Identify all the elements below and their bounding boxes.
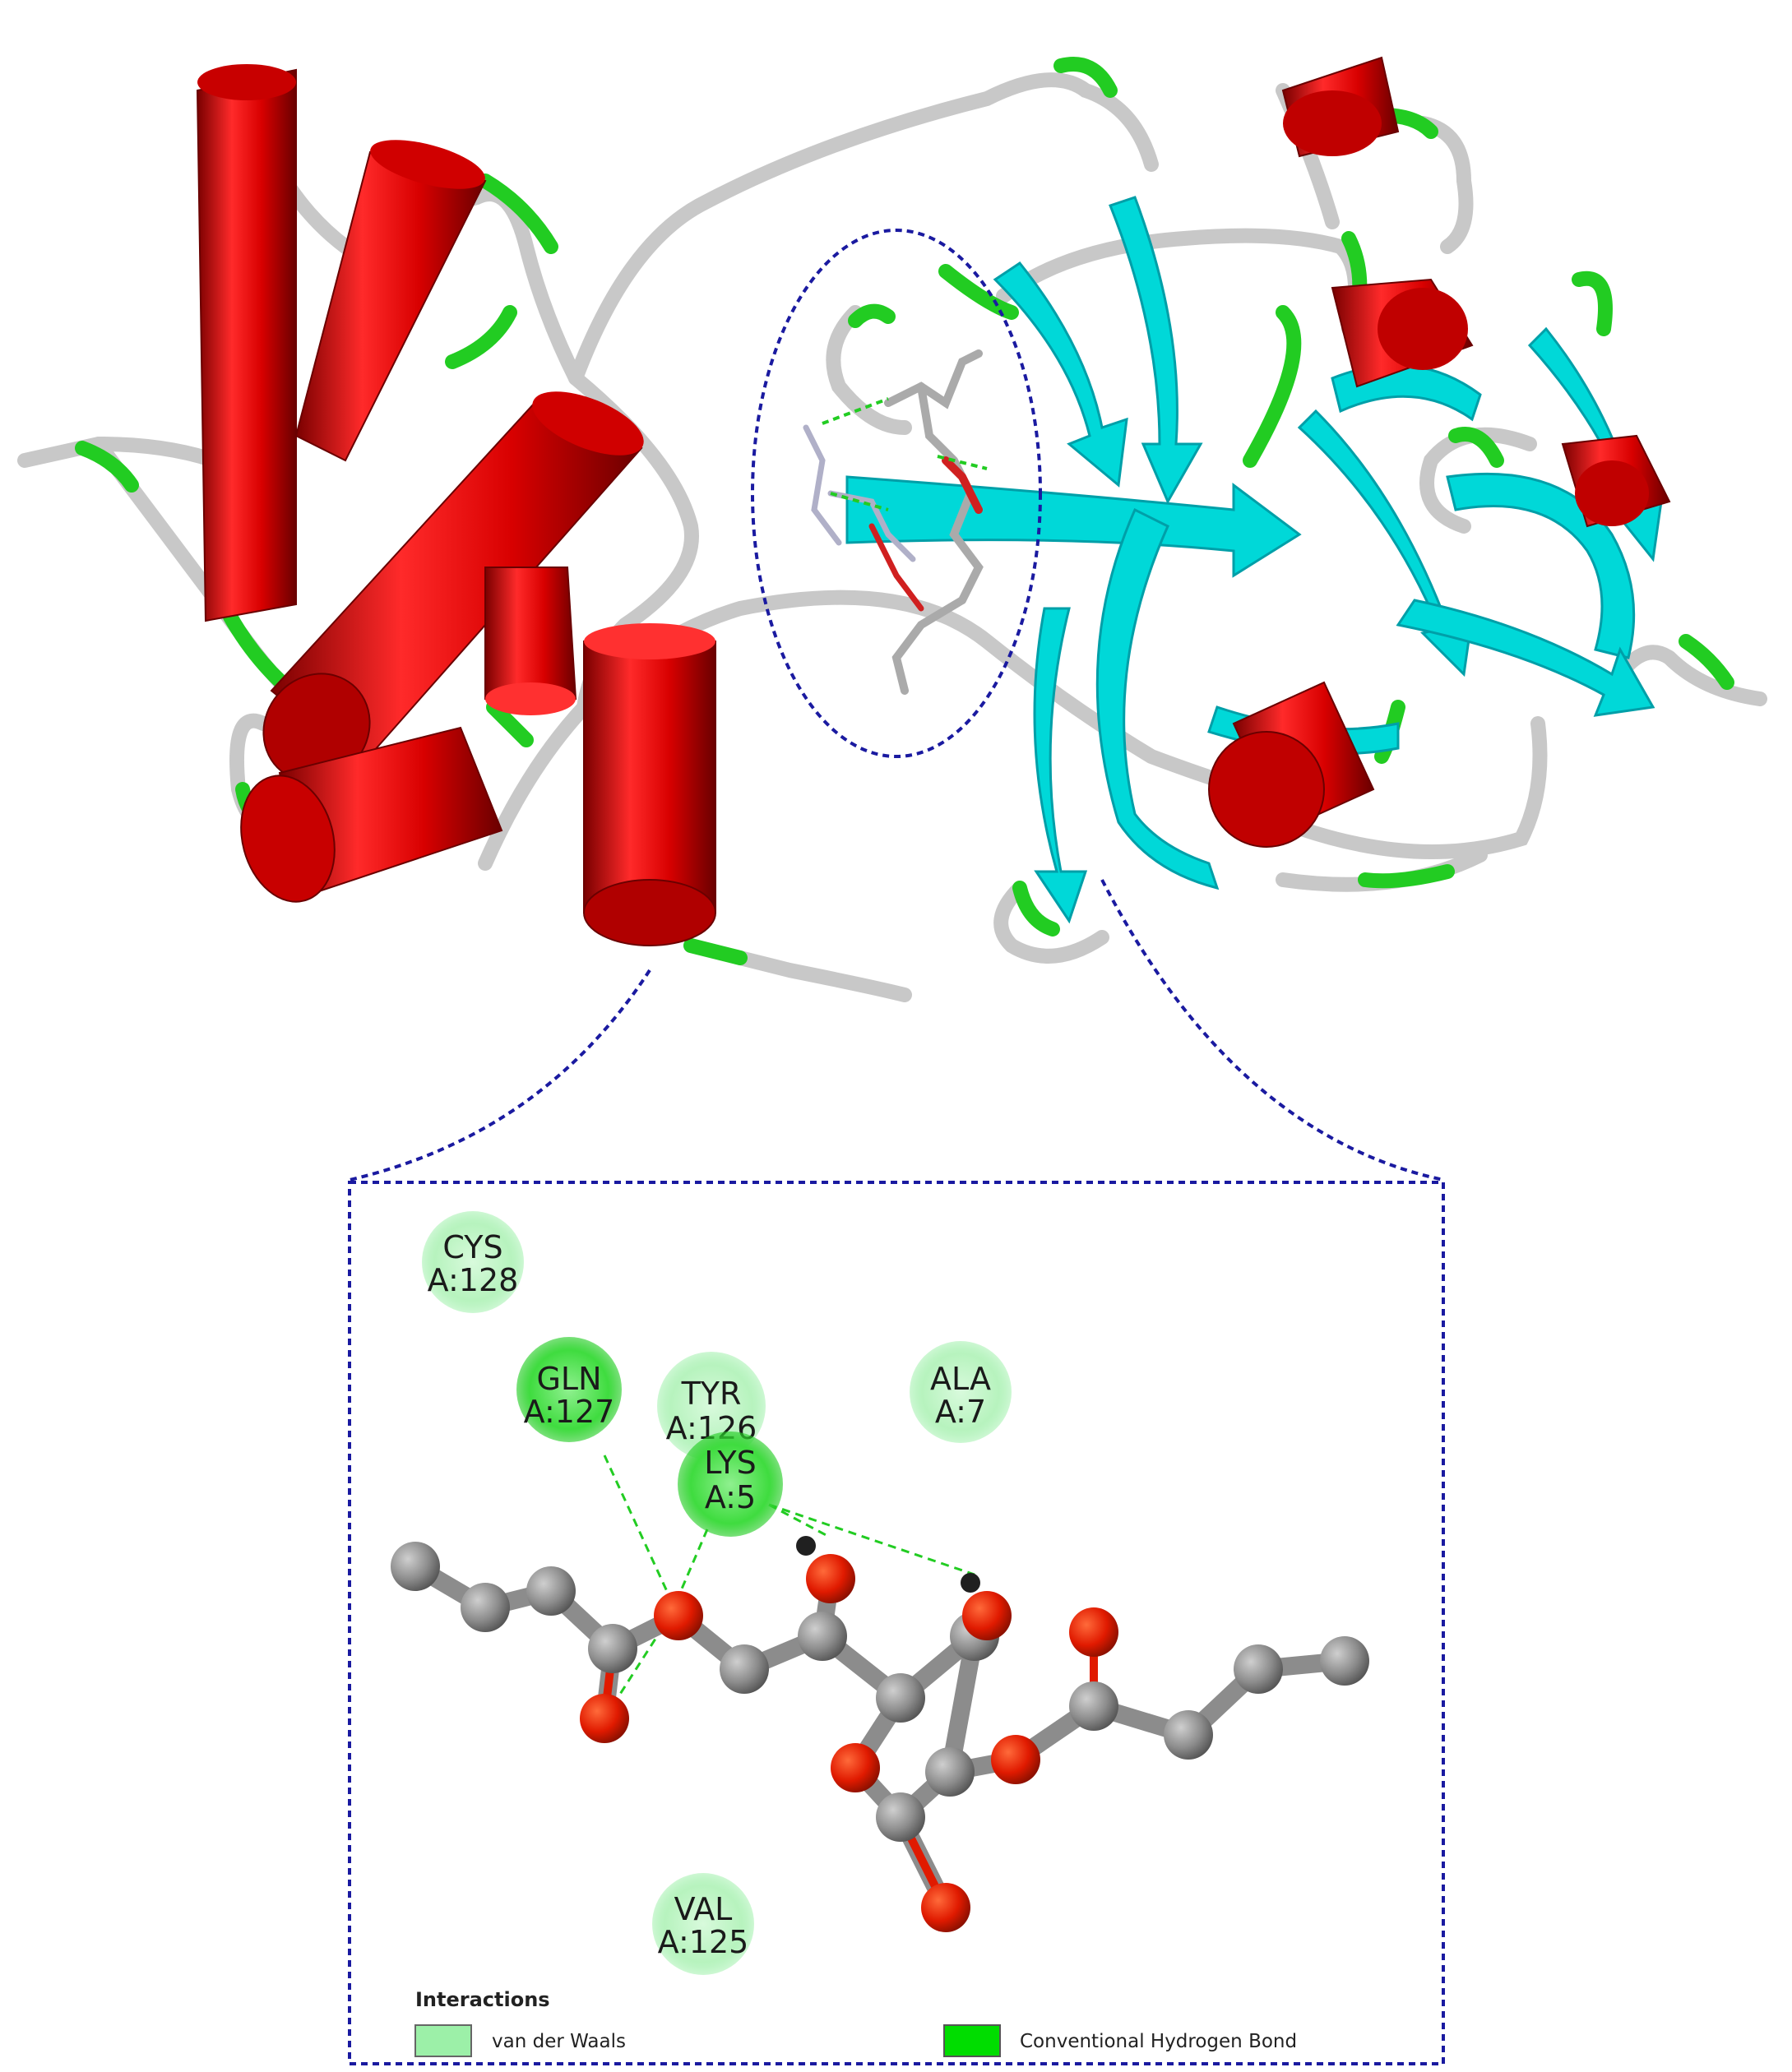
ligand-hydrogen-atoms <box>796 1536 980 1593</box>
interaction-panel: CYS A:128 GLN A:127 TYR A:126 LYS A:5 AL… <box>348 1181 1445 2065</box>
residue-lys5-num: A:5 <box>705 1479 756 1515</box>
residue-ala7: ALA A:7 <box>910 1341 1012 1443</box>
protein-cartoon <box>17 56 1767 1002</box>
residue-cys128-num: A:128 <box>428 1262 519 1298</box>
residue-gln127: GLN A:127 <box>516 1337 622 1442</box>
residue-gln127-name: GLN <box>536 1361 601 1397</box>
residue-ala7-num: A:7 <box>935 1394 986 1430</box>
legend-swatch-vdw <box>414 2024 472 2057</box>
residue-ala7-name: ALA <box>930 1361 991 1397</box>
ligand-ball-and-stick <box>391 1536 1369 1932</box>
legend-label-vdw: van der Waals <box>492 2031 626 2052</box>
zoom-connectors <box>349 879 1444 1182</box>
residue-val125: VAL A:125 <box>652 1873 754 1975</box>
residue-lys5-name: LYS <box>704 1445 756 1481</box>
legend-swatch-hbond <box>943 2024 1001 2057</box>
ligand-oxygen-atoms <box>580 1554 1118 1932</box>
ligand-carbon-atoms <box>391 1542 1369 1842</box>
legend: Interactions van der Waals Conventional … <box>414 1988 1297 2057</box>
interaction-panel-frame <box>348 1181 1445 2065</box>
residue-cys128: CYS A:128 <box>422 1211 524 1313</box>
residue-lys5: LYS A:5 <box>678 1431 783 1537</box>
residue-val125-num: A:125 <box>658 1924 749 1960</box>
legend-label-hbond: Conventional Hydrogen Bond <box>1020 2031 1297 2052</box>
alpha-helices <box>196 56 1671 946</box>
legend-title: Interactions <box>415 1988 550 2011</box>
ligand-sticks <box>803 349 984 695</box>
ligand-hbonds <box>822 397 988 511</box>
residue-val125-name: VAL <box>674 1891 733 1927</box>
binding-site-highlight <box>751 229 1042 758</box>
residue-gln127-num: A:127 <box>524 1394 615 1430</box>
residue-cys128-name: CYS <box>442 1229 502 1265</box>
residue-tyr126-name: TYR <box>681 1376 742 1412</box>
residue-discs: CYS A:128 GLN A:127 TYR A:126 LYS A:5 AL… <box>422 1211 1012 1975</box>
